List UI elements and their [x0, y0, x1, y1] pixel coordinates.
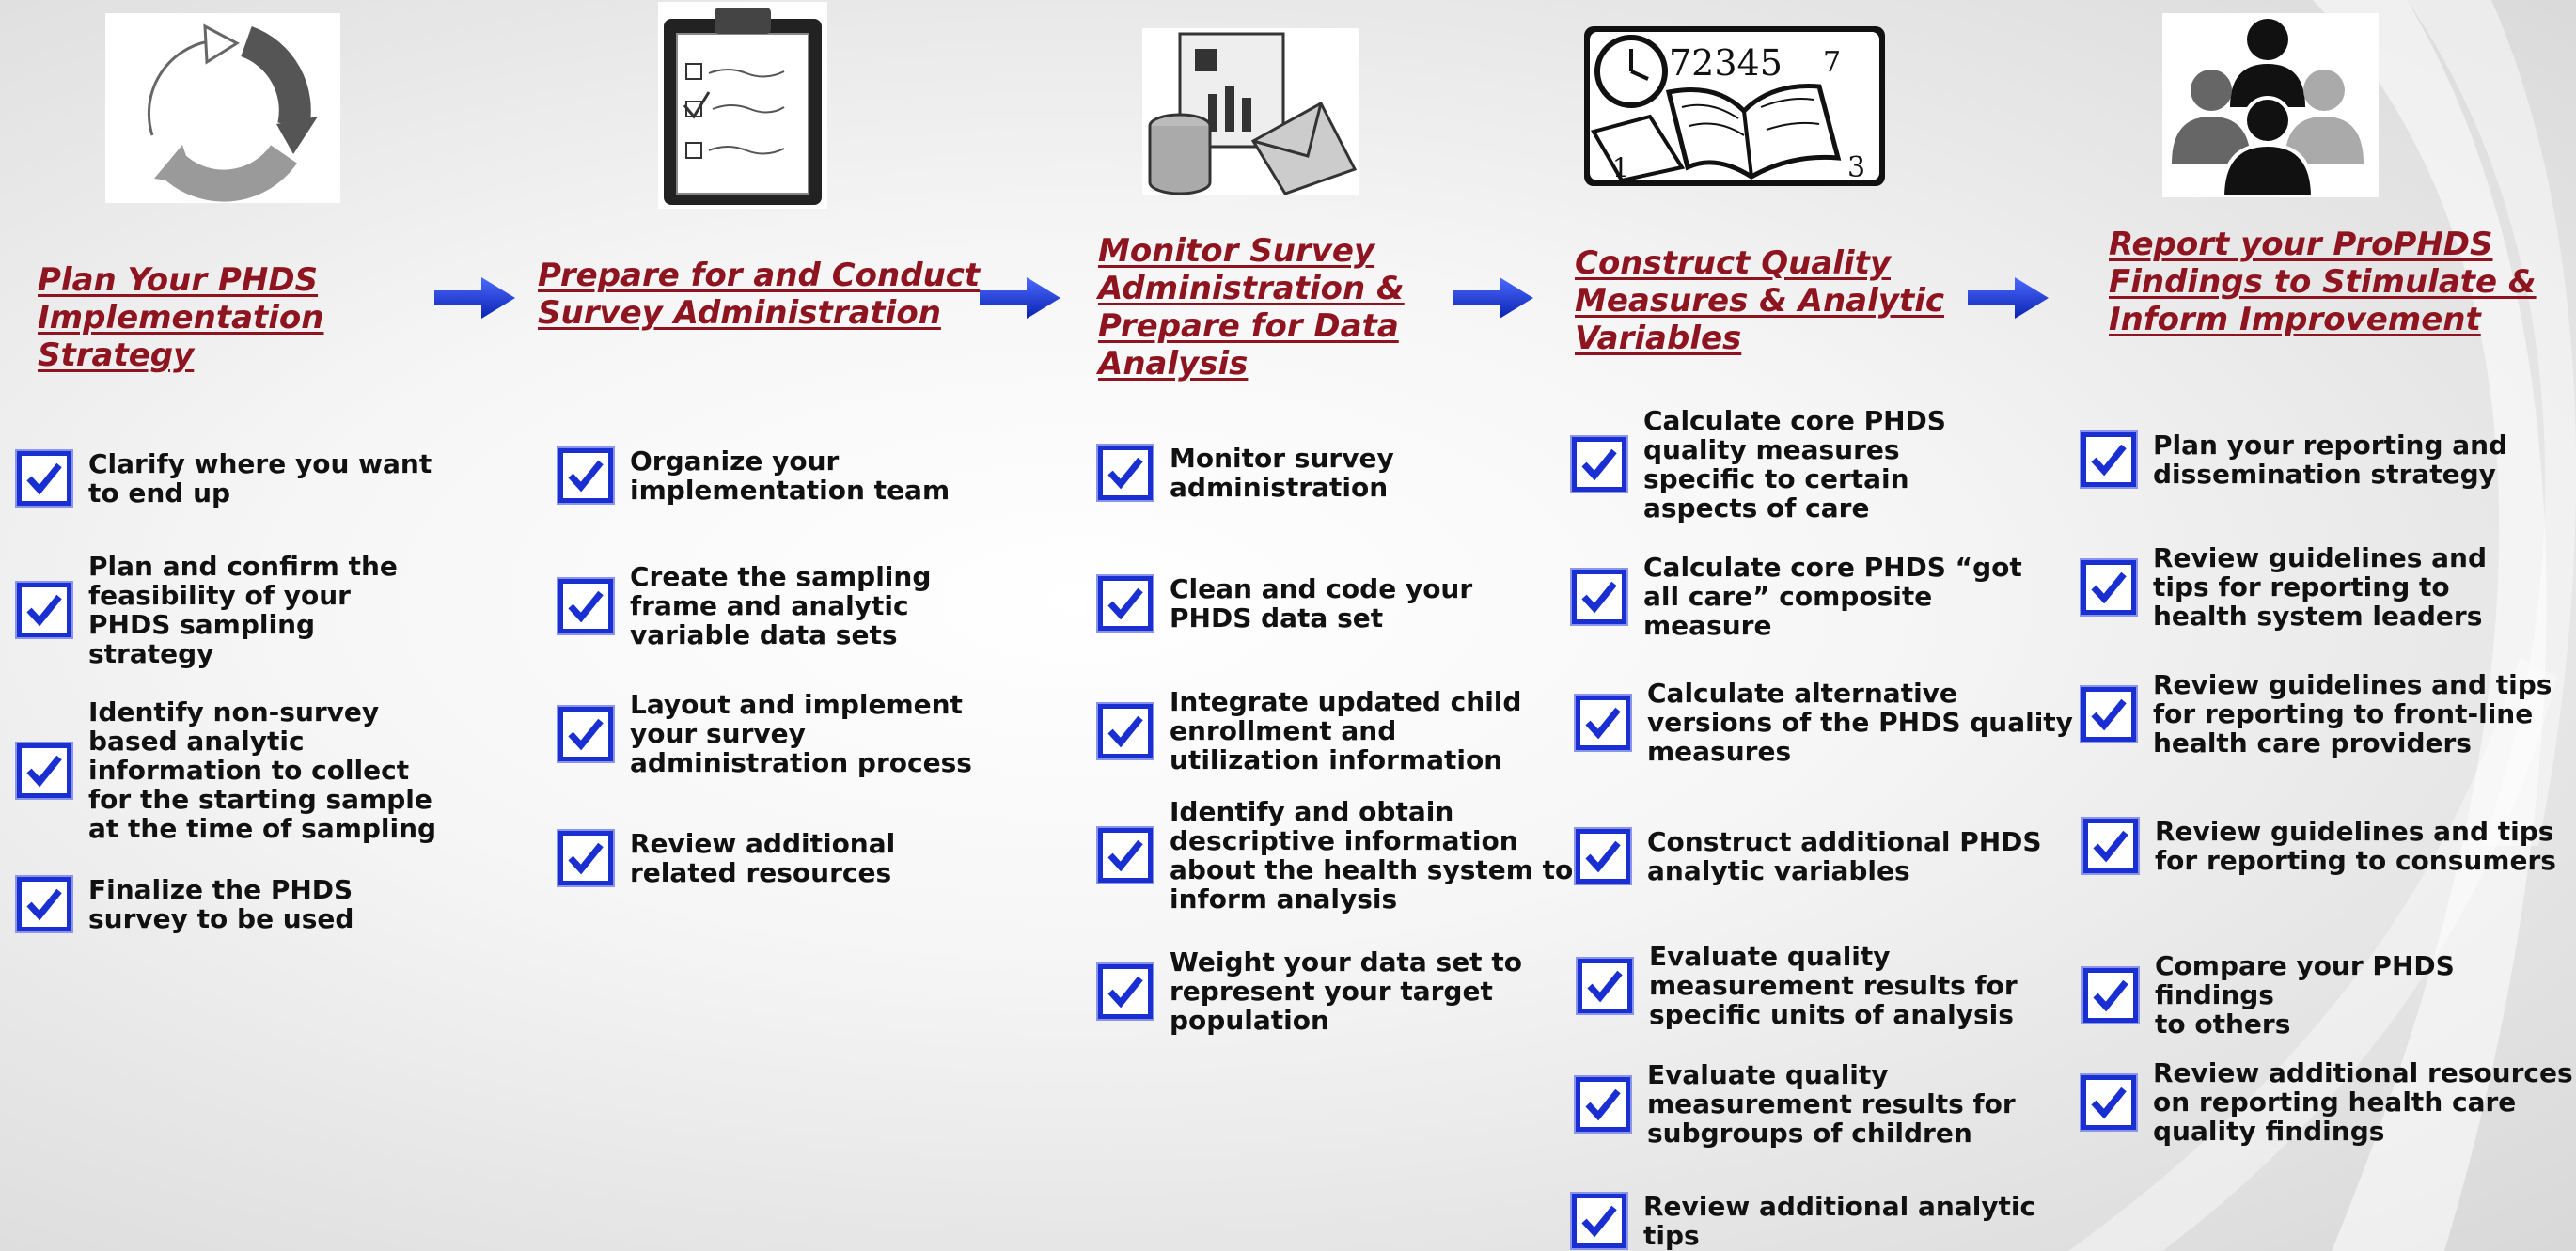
svg-text:7: 7 — [1823, 46, 1841, 79]
list-item-label: Identify and obtain descriptive informat… — [1170, 796, 1574, 915]
checkbox-checked-icon[interactable] — [557, 576, 615, 635]
checkbox-checked-icon[interactable] — [2081, 817, 2140, 875]
list-item-label: Plan and confirm the feasibility of your… — [88, 551, 398, 669]
checkbox-checked-icon[interactable] — [15, 581, 73, 639]
list-item: Layout and implement your survey adminis… — [557, 689, 972, 778]
arrow-right-icon — [1968, 277, 2049, 322]
list-item-label: Calculate core PHDS “got all care” compo… — [1643, 552, 2022, 641]
list-item: Finalize the PHDS survey to be used — [15, 874, 354, 934]
clock-book-numbers-icon: 72345 7 3 1 — [1584, 26, 1885, 186]
list-item: Clarify where you want to end up — [15, 448, 432, 508]
checkbox-checked-icon[interactable] — [15, 741, 73, 800]
list-item: Evaluate quality measurement results for… — [1574, 1059, 2016, 1149]
list-item: Review guidelines and tips for reporting… — [2080, 669, 2552, 758]
heading-construct[interactable]: Construct Quality Measures & Analytic Va… — [1575, 244, 1945, 357]
checkbox-checked-icon[interactable] — [2080, 430, 2138, 489]
list-item-label: Clean and code your PHDS data set — [1170, 573, 1473, 633]
heading-monitor[interactable]: Monitor Survey Administration & Prepare … — [1098, 232, 1405, 383]
list-item-label: Evaluate quality measurement results for… — [1647, 1059, 2016, 1149]
checkbox-checked-icon[interactable] — [1570, 1192, 1628, 1250]
list-item-label: Identify non-survey based analytic infor… — [88, 696, 437, 844]
people-group-icon — [2162, 13, 2379, 199]
checkbox-checked-icon[interactable] — [15, 875, 73, 933]
list-item: Compare your PHDS findings to others — [2081, 950, 2576, 1040]
checkbox-checked-icon[interactable] — [557, 829, 615, 887]
heading-prepare[interactable]: Prepare for and Conduct Survey Administr… — [538, 257, 981, 332]
checkbox-checked-icon[interactable] — [1574, 1074, 1632, 1134]
list-item-label: Weight your data set to represent your t… — [1170, 946, 1522, 1036]
checkbox-checked-icon[interactable] — [1574, 693, 1632, 752]
list-item: Monitor survey administration — [1096, 443, 1394, 503]
checkbox-checked-icon[interactable] — [1570, 567, 1628, 626]
list-item-label: Review guidelines and tips for reporting… — [2153, 669, 2552, 758]
list-item-label: Integrate updated child enrollment and u… — [1170, 686, 1522, 775]
list-item-label: Calculate core PHDS quality measures spe… — [1643, 405, 1946, 524]
checkbox-checked-icon[interactable] — [1096, 962, 1154, 1021]
heading-plan[interactable]: Plan Your PHDS Implementation Strategy — [38, 261, 324, 374]
clipboard-checklist-icon — [658, 2, 827, 209]
list-item: Construct additional PHDS analytic varia… — [1574, 826, 2042, 886]
checkbox-checked-icon[interactable] — [2080, 557, 2138, 617]
svg-text:1: 1 — [1612, 152, 1629, 183]
checkbox-checked-icon[interactable] — [2081, 965, 2140, 1024]
list-item: Integrate updated child enrollment and u… — [1096, 686, 1522, 775]
checkbox-checked-icon[interactable] — [557, 446, 615, 505]
arrow-right-icon — [1453, 277, 1533, 322]
list-item-label: Layout and implement your survey adminis… — [630, 689, 972, 778]
list-item-label: Calculate alternative versions of the PH… — [1647, 678, 2073, 767]
checkbox-checked-icon[interactable] — [1096, 826, 1154, 884]
checkbox-checked-icon[interactable] — [1096, 444, 1154, 502]
list-item-label: Compare your PHDS findings to others — [2155, 950, 2455, 1040]
checkbox-checked-icon[interactable] — [1096, 574, 1154, 633]
list-item: Clean and code your PHDS data set — [1096, 573, 1473, 633]
list-item-label: Review guidelines and tips for reporting… — [2153, 542, 2488, 632]
arrow-right-icon — [434, 277, 515, 322]
list-item-label: Construct additional PHDS analytic varia… — [1647, 826, 2042, 886]
checkbox-checked-icon[interactable] — [2080, 1072, 2138, 1132]
list-item-label: Review additional resources on reporting… — [2153, 1057, 2573, 1147]
list-item-label: Monitor survey administration — [1170, 443, 1394, 503]
svg-text:72345: 72345 — [1669, 42, 1783, 84]
checkbox-checked-icon[interactable] — [1096, 701, 1154, 760]
svg-text:3: 3 — [1847, 151, 1865, 184]
list-item: Review additional analytic tips — [1570, 1191, 2036, 1251]
list-item-label: Review additional related resources — [630, 828, 896, 888]
list-item: Review guidelines and tips for reporting… — [2081, 816, 2556, 876]
list-item-label: Review guidelines and tips for reporting… — [2155, 816, 2556, 876]
list-item-label: Organize your implementation team — [630, 446, 950, 506]
list-item: Organize your implementation team — [557, 446, 950, 506]
checkbox-checked-icon[interactable] — [2080, 684, 2138, 743]
list-item-label: Review additional analytic tips — [1643, 1191, 2036, 1251]
checkbox-checked-icon[interactable] — [1570, 435, 1628, 493]
list-item: Plan and confirm the feasibility of your… — [15, 551, 398, 669]
checkbox-checked-icon[interactable] — [1576, 956, 1634, 1015]
list-item: Weight your data set to represent your t… — [1096, 946, 1522, 1036]
list-item: Calculate core PHDS “got all care” compo… — [1570, 552, 2022, 641]
arrow-right-icon — [980, 277, 1060, 322]
list-item-label: Create the sampling frame and analytic v… — [630, 561, 932, 650]
checkbox-checked-icon[interactable] — [557, 704, 615, 763]
list-item-label: Finalize the PHDS survey to be used — [88, 874, 354, 934]
list-item: Plan your reporting and dissemination st… — [2080, 430, 2508, 490]
cycle-arrows-icon — [105, 13, 340, 203]
list-item-label: Plan your reporting and dissemination st… — [2153, 430, 2508, 490]
data-mail-icon — [1142, 28, 1359, 195]
list-item: Identify non-survey based analytic infor… — [15, 696, 437, 844]
list-item: Create the sampling frame and analytic v… — [557, 561, 932, 650]
list-item: Review guidelines and tips for reporting… — [2080, 542, 2488, 632]
list-item: Evaluate quality measurement results for… — [1576, 941, 2018, 1030]
list-item: Calculate alternative versions of the PH… — [1574, 678, 2073, 767]
list-item-label: Evaluate quality measurement results for… — [1649, 941, 2018, 1030]
checkbox-checked-icon[interactable] — [1574, 827, 1632, 885]
heading-report[interactable]: Report your ProPHDS Findings to Stimulat… — [2109, 226, 2537, 338]
list-item-label: Clarify where you want to end up — [88, 448, 432, 508]
checkbox-checked-icon[interactable] — [15, 449, 73, 508]
list-item: Review additional related resources — [557, 828, 896, 888]
list-item: Identify and obtain descriptive informat… — [1096, 796, 1574, 915]
list-item: Calculate core PHDS quality measures spe… — [1570, 405, 1946, 524]
list-item: Review additional resources on reporting… — [2080, 1057, 2573, 1147]
